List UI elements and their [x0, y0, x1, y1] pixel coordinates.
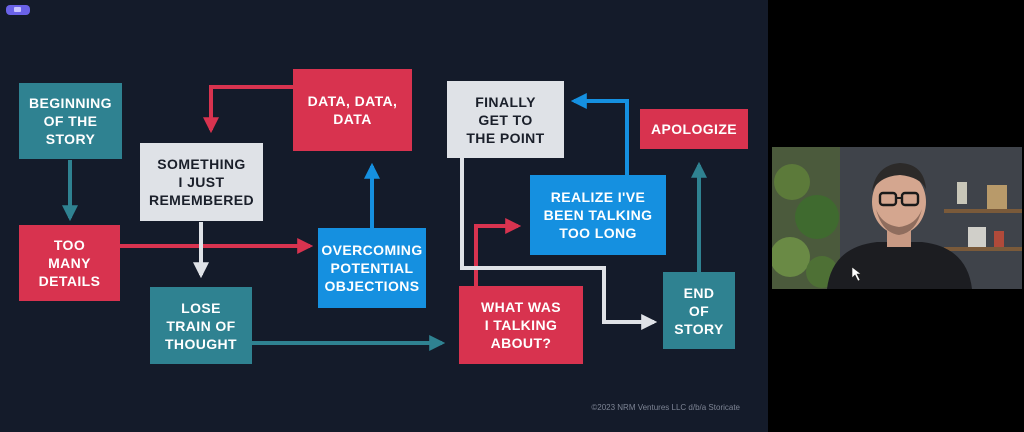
arrow-realize-to-finally	[570, 93, 629, 175]
screen-share-icon[interactable]	[6, 5, 30, 15]
box-lose-train-of-thought: LOSE TRAIN OF THOUGHT	[150, 287, 252, 364]
box-realize-been-talking-too-long: REALIZE I'VE BEEN TALKING TOO LONG	[530, 175, 666, 255]
box-finally-get-to-the-point: FINALLY GET TO THE POINT	[447, 81, 564, 158]
presenter-avatar-illustration	[772, 147, 1022, 289]
box-apologize: APOLOGIZE	[640, 109, 748, 149]
arrow-what-was-to-realize	[474, 218, 522, 286]
presenter-video[interactable]	[772, 147, 1022, 289]
mouse-cursor-icon	[851, 266, 862, 282]
box-overcoming-potential-objections: OVERCOMING POTENTIAL OBJECTIONS	[318, 228, 426, 308]
copyright-notice: ©2023 NRM Ventures LLC d/b/a Storicate	[591, 403, 740, 412]
bookshelf-decor	[944, 209, 1022, 213]
box-something-i-just-remembered: SOMETHING I JUST REMEMBERED	[140, 143, 263, 221]
presentation-slide: BEGINNING OF THE STORY TOO MANY DETAILS …	[0, 0, 768, 432]
box-end-of-story: END OF STORY	[663, 272, 735, 349]
box-too-many-details: TOO MANY DETAILS	[19, 225, 120, 301]
box-data-data-data: DATA, DATA, DATA	[293, 69, 412, 151]
presenter-face	[872, 170, 926, 234]
presenter-body	[827, 242, 972, 289]
box-what-was-i-talking-about: WHAT WAS I TALKING ABOUT?	[459, 286, 583, 364]
arrow-data-to-remembered	[203, 85, 293, 134]
flow-arrows	[62, 85, 707, 351]
arrow-finally-to-end	[460, 158, 658, 330]
box-beginning-of-the-story: BEGINNING OF THE STORY	[19, 83, 122, 159]
